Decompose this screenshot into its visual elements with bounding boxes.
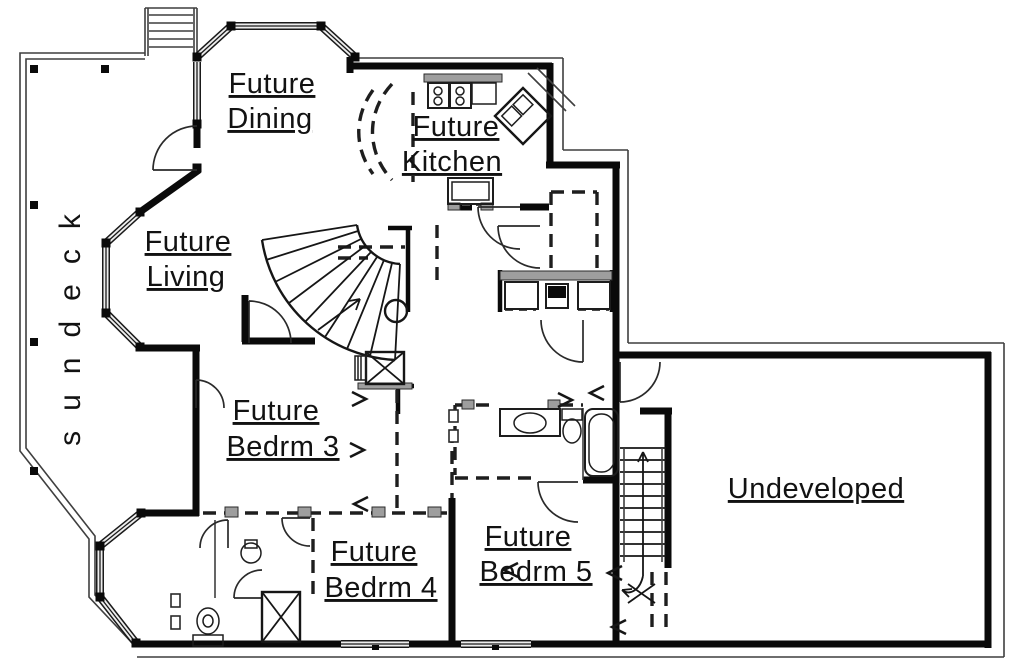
door-swings [152, 125, 661, 599]
label-living-line1: Future [145, 226, 232, 258]
powder-toilet [192, 607, 224, 647]
laundry-appliances [499, 270, 613, 310]
flow-chevrons [349, 384, 627, 636]
door-jambs [170, 409, 459, 630]
label-bedrm4-line1: Future [331, 536, 418, 568]
label-kitchen-line2: Kitchen [402, 146, 502, 178]
curved-staircase [260, 224, 401, 362]
room-labels: Future Dining Future Kitchen Future Livi… [54, 68, 904, 604]
kitchen-stove [423, 73, 503, 109]
window-tick [492, 645, 499, 650]
bathroom-toilet [561, 408, 583, 444]
sundeck-area [19, 7, 198, 646]
chase-box-1 [354, 350, 413, 390]
kitchen-island [447, 177, 494, 205]
window-corner-posts [95, 21, 360, 648]
label-bedrm4-line2: Bedrm 4 [324, 572, 437, 604]
kitchen-corner-sink [493, 67, 576, 146]
straight-staircase [620, 447, 666, 604]
window-tick [372, 645, 379, 650]
bathroom-tub [584, 408, 619, 477]
label-bedrm5-line2: Bedrm 5 [479, 556, 592, 588]
chase-box-2 [260, 590, 302, 644]
window-bays [95, 21, 531, 650]
label-sundeck: sundeck [54, 194, 87, 446]
deck-stairs [144, 7, 198, 56]
closet-round-sink [240, 539, 262, 564]
label-dining-line2: Dining [227, 103, 312, 135]
label-living-line2: Living [147, 261, 226, 293]
label-bedrm5-line1: Future [485, 521, 572, 553]
label-bedrm3-line2: Bedrm 3 [226, 431, 339, 463]
stair-direction-arrow [317, 298, 361, 331]
label-undeveloped: Undeveloped [728, 473, 904, 505]
label-dining-line1: Future [229, 68, 316, 100]
label-kitchen-line1: Future [413, 111, 500, 143]
wall-outlines [137, 57, 1005, 658]
deck-posts [30, 65, 109, 475]
stair-run-arrow [621, 451, 656, 604]
structural-column [383, 298, 409, 324]
label-bedrm3-line1: Future [233, 395, 320, 427]
bathroom-vanity [499, 408, 561, 437]
